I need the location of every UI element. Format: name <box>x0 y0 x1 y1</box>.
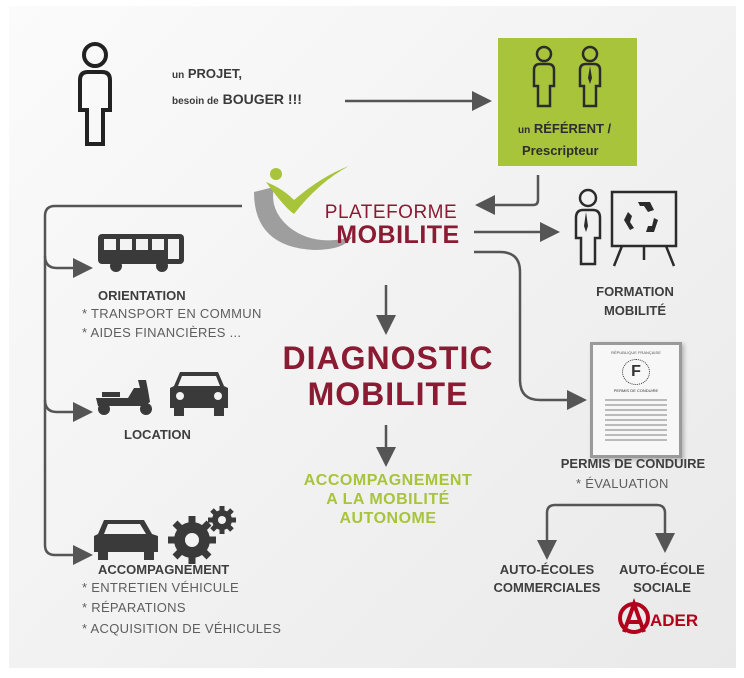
ader-logo-text: ADER <box>650 611 698 630</box>
ader-logo: ADER <box>618 598 698 634</box>
card-republic-text: RÉPUBLIQUE FRANÇAISE <box>611 350 661 355</box>
card-lines <box>605 399 667 441</box>
accompagnement-item: * RÉPARATIONS <box>82 600 186 615</box>
two-persons-icon <box>532 45 602 108</box>
driving-licence-card: RÉPUBLIQUE FRANÇAISE F PERMIS DE CONDUIR… <box>590 342 682 458</box>
diagnostic-line1: DIAGNOSTIC <box>282 340 494 376</box>
diagnostic-line2: MOBILITE <box>307 376 469 412</box>
line-platform-to-permis <box>474 250 587 410</box>
line-platform-left <box>43 204 242 565</box>
project-line1: un PROJET, <box>172 66 243 81</box>
commercial-line2: COMMERCIALES <box>493 580 601 595</box>
autonomy-line2: A LA MOBILITÉ <box>326 491 450 508</box>
referent-line2: Prescripteur <box>522 143 599 158</box>
permis-title: PERMIS DE CONDUIRE <box>560 456 706 471</box>
project-line2: besoin de BOUGER !!! <box>172 91 302 107</box>
arrow-to-orientation <box>43 255 93 278</box>
scooter-icon <box>96 380 152 415</box>
orientation-title: ORIENTATION <box>98 288 186 303</box>
gears-icon <box>168 506 236 564</box>
card-letter: F <box>622 359 650 385</box>
orientation-item: * TRANSPORT EN COMMUN <box>82 306 262 321</box>
accompagnement-item: * ACQUISITION DE VÉHICULES <box>82 621 282 636</box>
platform-line1: PLATEFORME <box>324 202 458 223</box>
formation-line2: MOBILITÉ <box>603 303 667 318</box>
autonomy-line3: AUTONOME <box>339 510 437 527</box>
social-line1: AUTO-ÉCOLE <box>619 562 705 577</box>
location-title: LOCATION <box>124 427 191 442</box>
person-icon <box>78 42 112 146</box>
social-line2: SOCIALE <box>633 580 691 595</box>
commercial-line1: AUTO-ÉCOLES <box>499 562 595 577</box>
accompagnement-title: ACCOMPAGNEMENT <box>98 562 230 577</box>
platform-logo-swoosh-icon <box>254 166 352 250</box>
platform-line2: MOBILITE <box>336 221 460 249</box>
referent-box <box>498 38 637 166</box>
orientation-item: * AIDES FINANCIÈRES ... <box>82 325 242 340</box>
accompagnement-item: * ENTRETIEN VÉHICULE <box>82 580 239 595</box>
permis-item: * ÉVALUATION <box>576 476 669 491</box>
car-front-icon <box>170 372 228 416</box>
card-title-text: PERMIS DE CONDUIRE <box>613 388 659 393</box>
arrow-to-location <box>43 399 93 422</box>
car-side-icon <box>94 520 158 560</box>
autonomy-line1: ACCOMPAGNEMENT <box>303 472 473 489</box>
formation-line1: FORMATION <box>596 284 674 299</box>
referent-line1: un RÉFÉRENT / <box>518 121 612 136</box>
connector-ecoles <box>545 503 675 553</box>
trainer-board-icon <box>574 188 678 267</box>
arrow-referent-to-platform <box>475 175 540 215</box>
bus-icon <box>98 234 184 272</box>
